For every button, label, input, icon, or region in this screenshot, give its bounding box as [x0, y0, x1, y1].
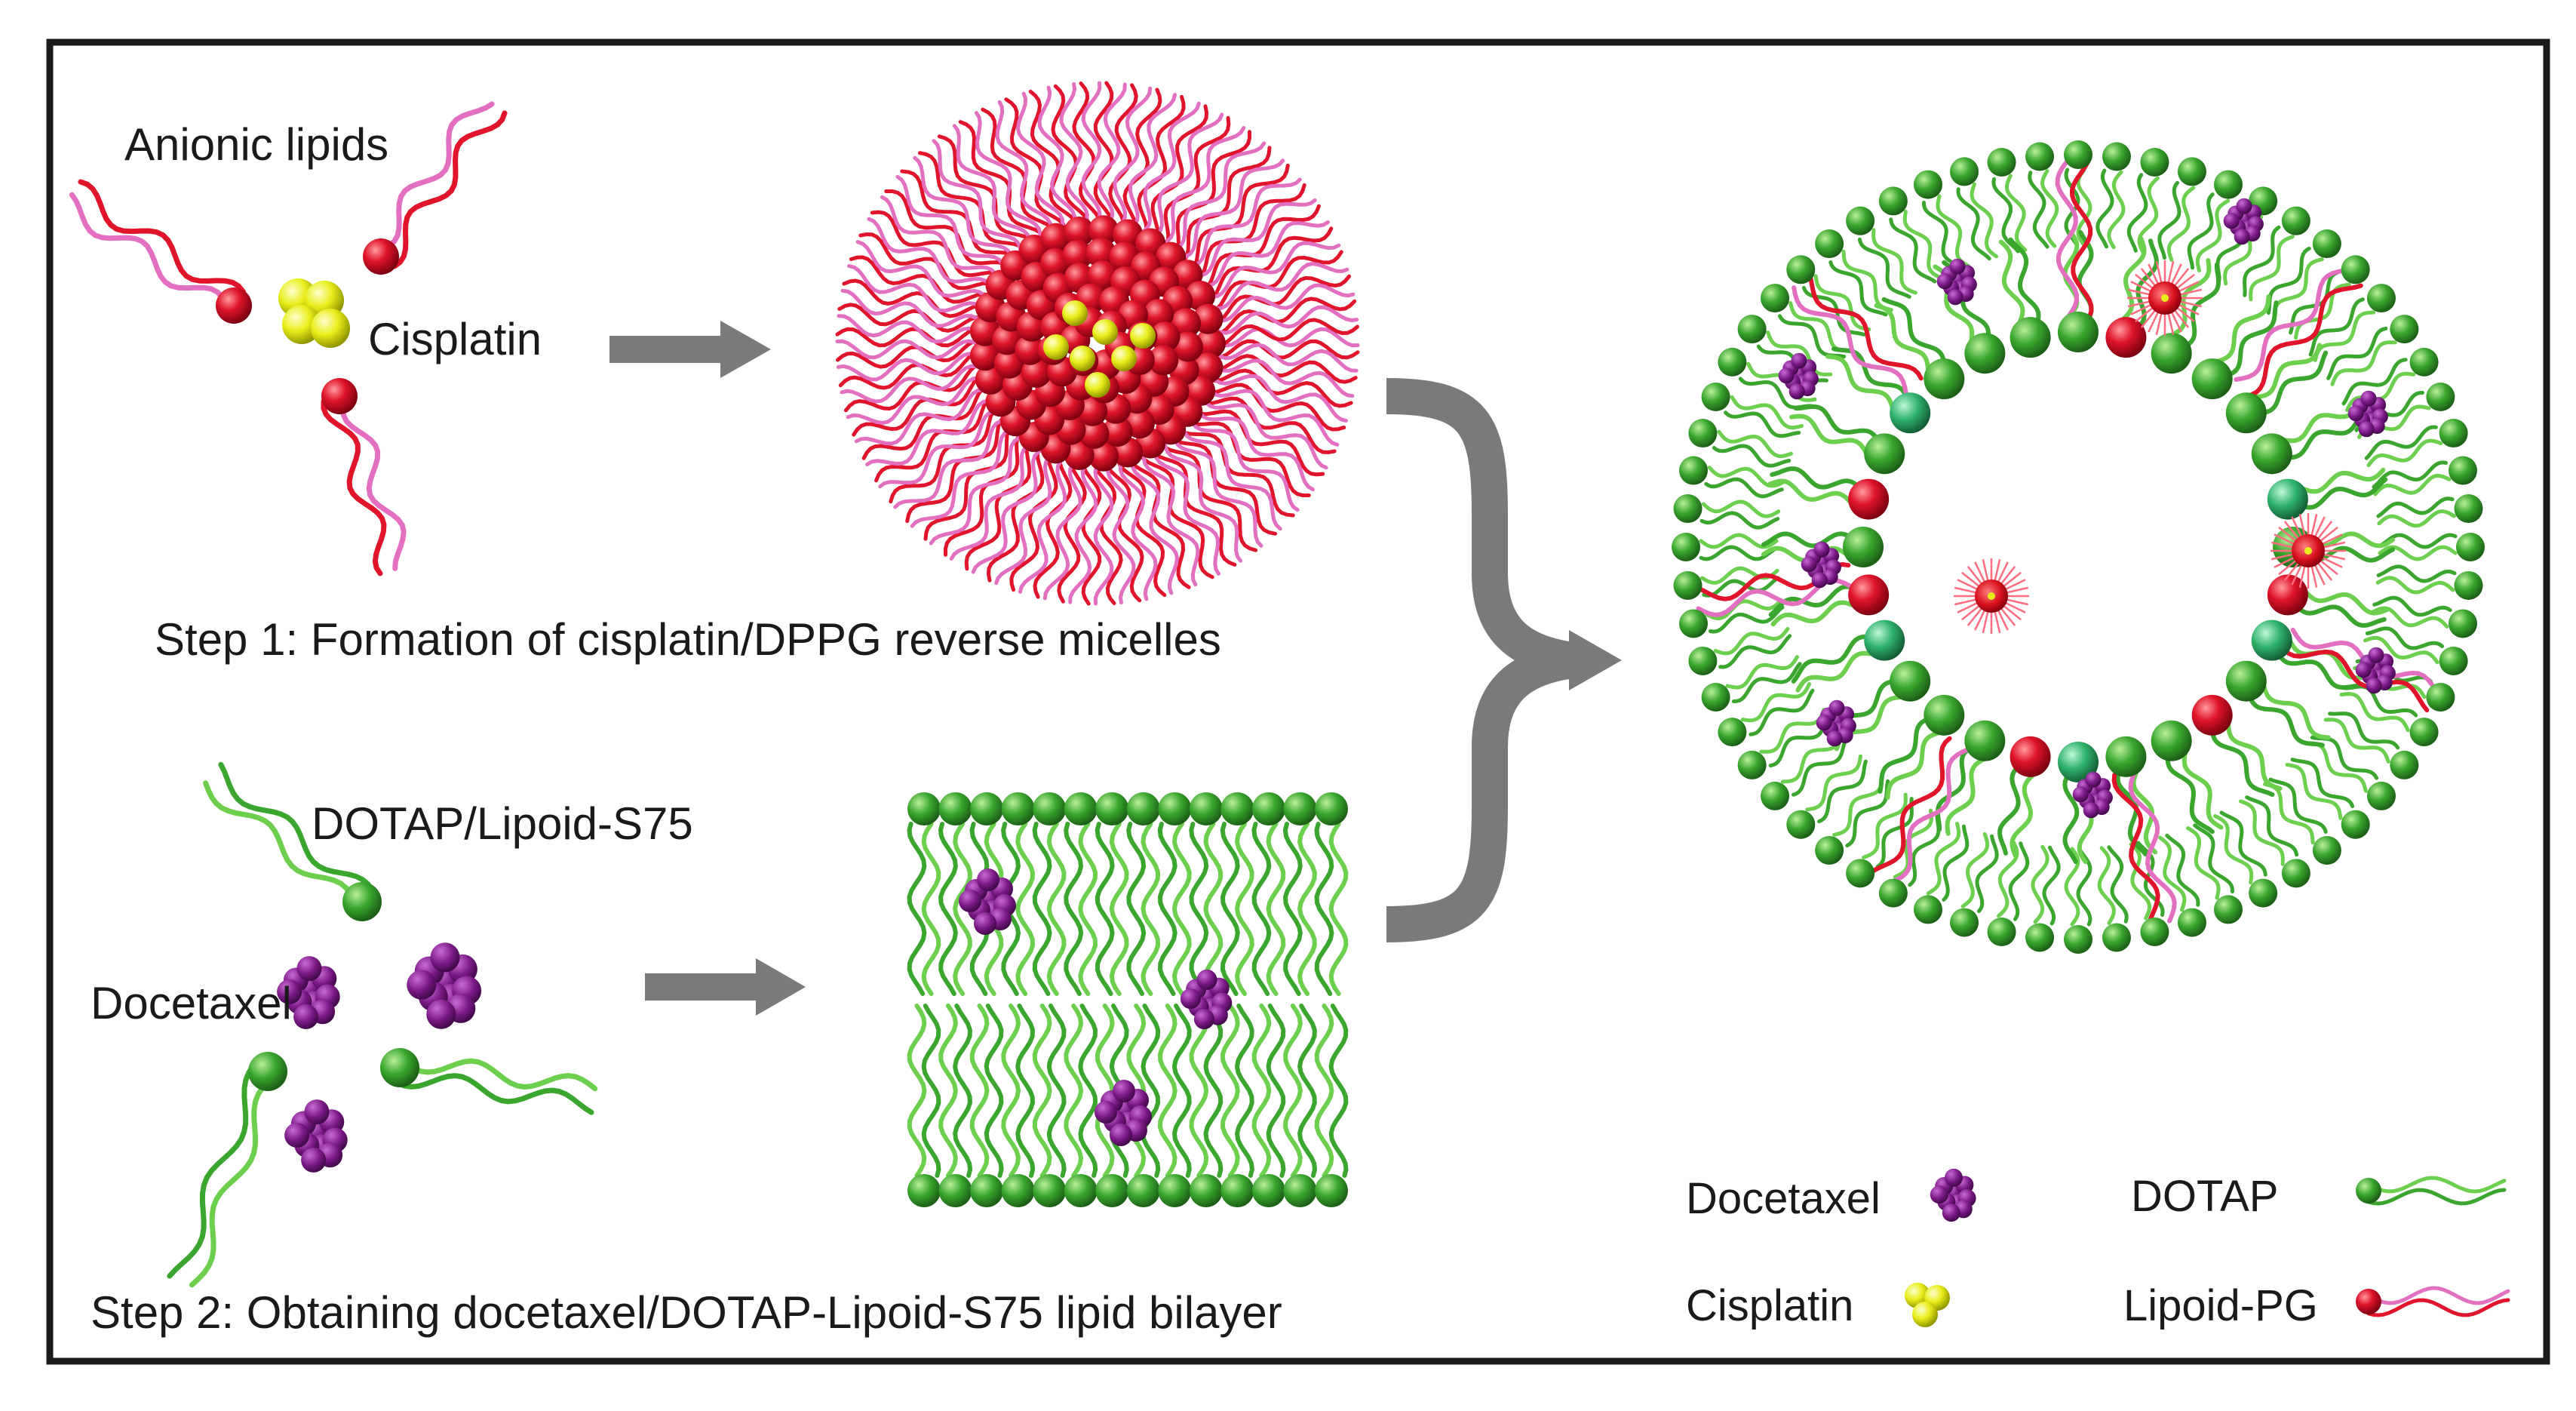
legend-cisplatin-icon	[1905, 1283, 1950, 1327]
reverse-micelle	[835, 81, 1360, 606]
legend-dotap-label: DOTAP	[2131, 1172, 2279, 1221]
cisplatin-cluster	[278, 278, 350, 348]
legend-dotap-icon	[2356, 1176, 2507, 1206]
legend-lipoid-pg-label: Lipoid-PG	[2123, 1281, 2318, 1330]
dual-drug-liposome	[1672, 140, 2485, 954]
merge-brace-arrow	[1386, 378, 1622, 942]
dotap-lipids-group	[167, 761, 598, 1288]
docetaxel-molecules	[277, 942, 482, 1173]
legend-docetaxel-label: Docetaxel	[1686, 1174, 1881, 1223]
step1-caption: Step 1: Formation of cisplatin/DPPG reve…	[155, 614, 1221, 665]
lipid-bilayer	[907, 792, 1349, 1207]
anionic-lipids-group	[69, 101, 508, 576]
dotap-s75-label: DOTAP/Lipoid-S75	[312, 798, 693, 849]
arrow-step1	[609, 321, 771, 378]
figure-frame	[46, 38, 2550, 1365]
anionic-lipids-label: Anionic lipids	[124, 119, 388, 170]
legend-lipoid-pg-icon	[2356, 1286, 2510, 1317]
arrow-step2	[645, 958, 806, 1016]
step2-caption: Step 2: Obtaining docetaxel/DOTAP-Lipoid…	[91, 1287, 1282, 1338]
legend: Docetaxel DOTAP Cisplatin Lipoid-PG	[1686, 1168, 2510, 1330]
legend-cisplatin-label: Cisplatin	[1686, 1281, 1853, 1330]
cisplatin-label: Cisplatin	[368, 314, 542, 364]
legend-docetaxel-icon	[1930, 1168, 1976, 1222]
docetaxel-label: Docetaxel	[91, 978, 292, 1028]
